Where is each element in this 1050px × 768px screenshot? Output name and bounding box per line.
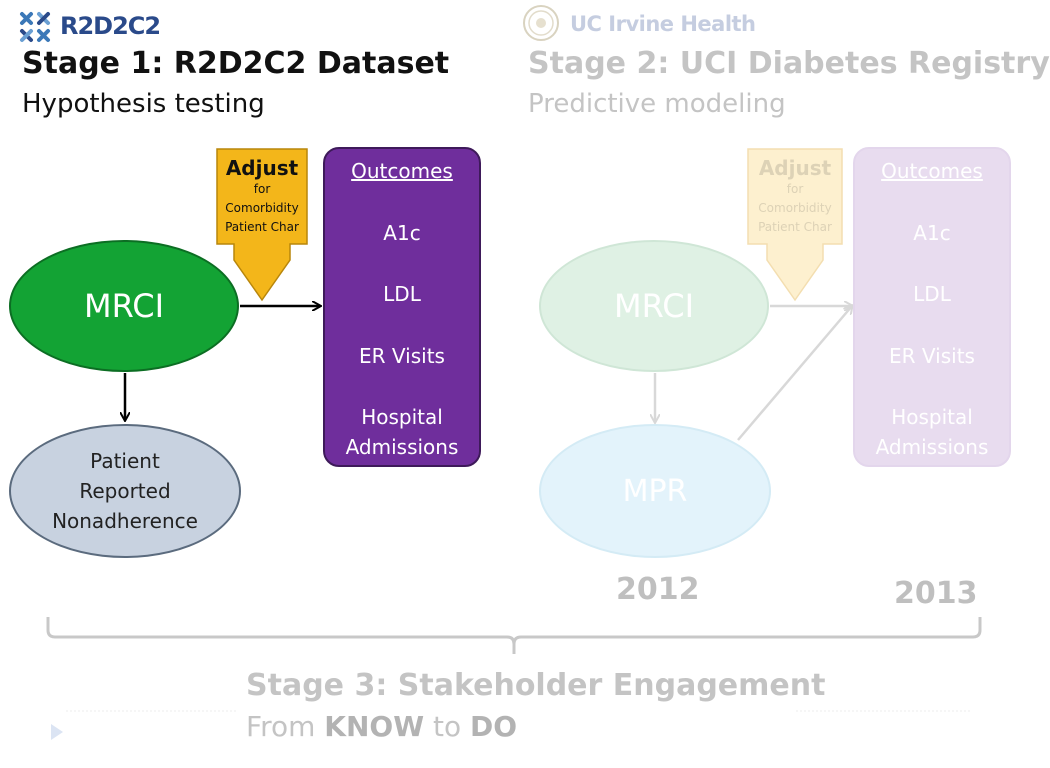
stage1-patient-reported-node: Patient Reported Nonadherence [9,424,241,558]
stage2-subtitle: Predictive modeling [528,89,786,119]
stage1-adjust-line-comorbidity: Comorbidity [225,201,299,215]
stage1-outcomes-box: Outcomes A1c LDL ER Visits Hospital Admi… [323,147,481,467]
stage1-outcome-ldl: LDL [383,282,421,306]
stage1-title: Stage 1: R2D2C2 Dataset [22,46,450,81]
stage1-outcome-er-visits: ER Visits [359,344,445,368]
stage1-outcome-admissions: Admissions [345,435,459,459]
stage1-adjust-line-patient-char: Patient Char [225,220,299,234]
stage3-know: KNOW [324,710,425,743]
uci-seal-icon [523,5,559,41]
year-2012: 2012 [616,572,700,607]
stage1-mrci-label: MRCI [83,287,165,325]
uci-health-wordmark: UC Irvine Health [570,12,756,36]
stage1-adjust-line-for: for [253,182,271,196]
stage3-do: DO [470,710,518,743]
stage2-mrci-label: MRCI [613,287,695,325]
stage2-mpr-label: MPR [622,473,688,509]
r2d2c2-wordmark: R2D2C2 [60,12,161,40]
stage1-adjust-label: Adjust for Comorbidity Patient Char [216,148,308,237]
patient-reported-line-3: Nonadherence [52,509,198,533]
stage2-outcome-a1c: A1c [913,221,951,245]
stage1-subtitle: Hypothesis testing [22,89,265,119]
stage2-outcome-er-visits: ER Visits [889,344,975,368]
stage2-outcome-hospital: Hospital [891,405,973,429]
stage2-adjust-line-patient-char: Patient Char [758,220,832,234]
stage2-adjust-label: Adjust for Comorbidity Patient Char [747,148,843,237]
year-2013: 2013 [894,576,978,611]
stage3-to: to [433,710,462,743]
stage2-outcome-ldl: LDL [913,282,951,306]
stage1-mrci-node: MRCI [9,240,239,372]
stage1-adjust-title: Adjust [225,156,299,180]
stage2-outcomes-box: Outcomes A1c LDL ER Visits Hospital Admi… [853,147,1011,467]
stage1-outcome-hospital: Hospital [361,405,443,429]
stage2-mpr-to-outcomes-arrow [737,306,852,441]
uci-health-logo: UC Irvine Health [522,4,762,44]
diagram-connectors [46,0,982,712]
stage1-outcome-a1c: A1c [383,221,421,245]
stage1-outcomes-heading: Outcomes [351,159,453,183]
patient-reported-line-2: Reported [79,479,171,503]
stage2-mpr-node: MPR [539,424,771,558]
stage2-adjust-shape [747,148,843,302]
patient-reported-line-1: Patient [90,449,160,473]
stage3-title: Stage 3: Stakeholder Engagement [246,668,826,703]
stage2-adjust-title: Adjust [758,156,832,180]
r2d2c2-logo-mark-icon [20,12,50,42]
stage3-bracket [46,617,982,654]
stage2-mrci-node: MRCI [539,240,769,372]
stage3-subtitle: From KNOW to DO [246,710,517,743]
play-arrow-icon[interactable] [48,722,66,742]
stage2-adjust-line-comorbidity: Comorbidity [758,201,832,215]
stage2-adjust-line-for: for [786,182,804,196]
stage2-title: Stage 2: UCI Diabetes Registry [528,46,1050,81]
stage3-from: From [246,710,316,743]
r2d2c2-logo: R2D2C2 [18,8,178,48]
stage2-outcomes-heading: Outcomes [881,159,983,183]
stage2-outcome-admissions: Admissions [875,435,989,459]
stage1-adjust-shape [216,148,308,302]
